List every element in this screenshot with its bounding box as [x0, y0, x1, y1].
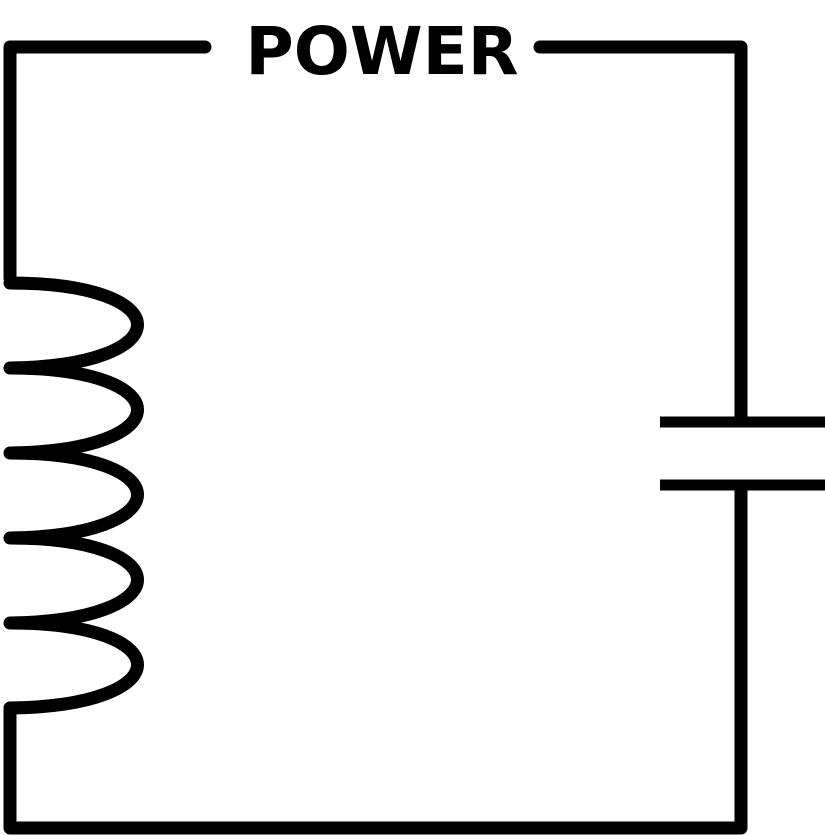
bottom-wire — [3, 479, 748, 835]
top-wire-left — [3, 40, 212, 285]
power-label: POWER — [245, 13, 518, 90]
inductor-coil — [3, 276, 144, 715]
top-wire-right — [533, 40, 748, 427]
